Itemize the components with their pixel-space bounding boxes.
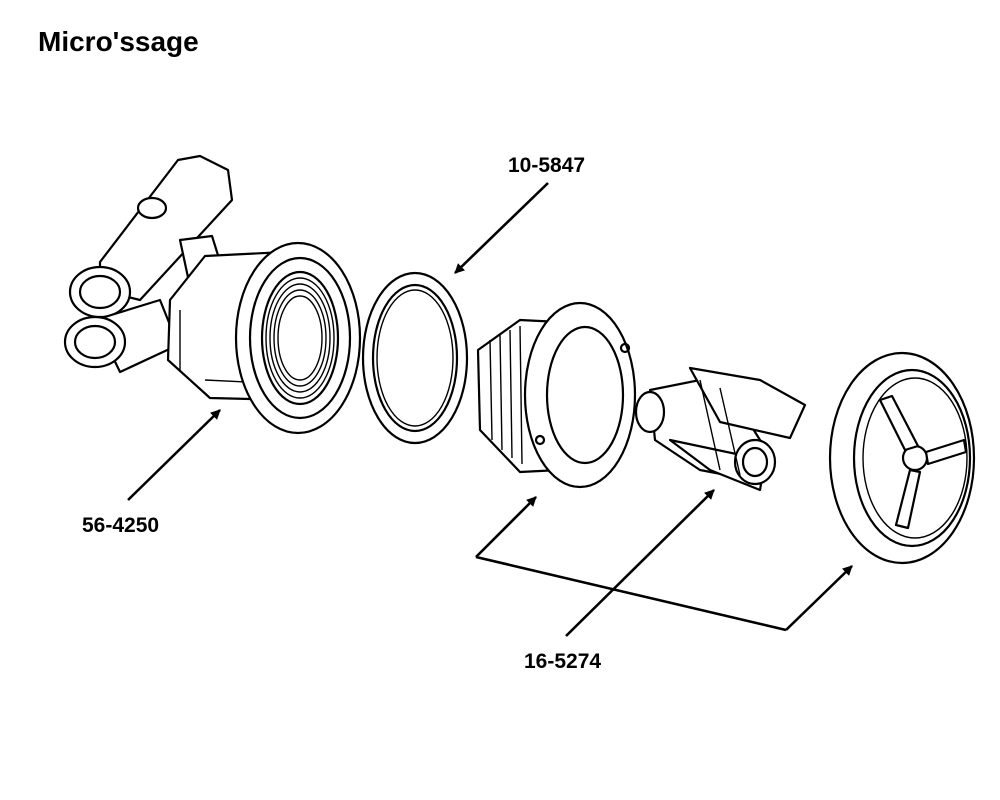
bracket-line <box>475 555 787 632</box>
arrow-gasket <box>454 182 549 274</box>
jet-insert-part <box>634 366 807 492</box>
part-number-jet-body: 56-4250 <box>82 514 160 537</box>
gasket-part <box>361 271 469 445</box>
leader-arrows <box>127 182 853 637</box>
jet-body-part <box>63 154 362 435</box>
arrow-wall-fitting <box>475 496 537 558</box>
arrow-face-plate <box>785 565 853 631</box>
part-number-gasket: 10-5847 <box>508 154 586 177</box>
part-number-jet-assembly: 16-5274 <box>524 650 602 673</box>
arrow-jet-insert <box>565 489 715 637</box>
page-title: Micro'ssage <box>38 26 199 57</box>
wall-fitting-part <box>476 301 637 489</box>
face-plate-part <box>828 351 976 565</box>
arrow-body <box>127 409 221 501</box>
